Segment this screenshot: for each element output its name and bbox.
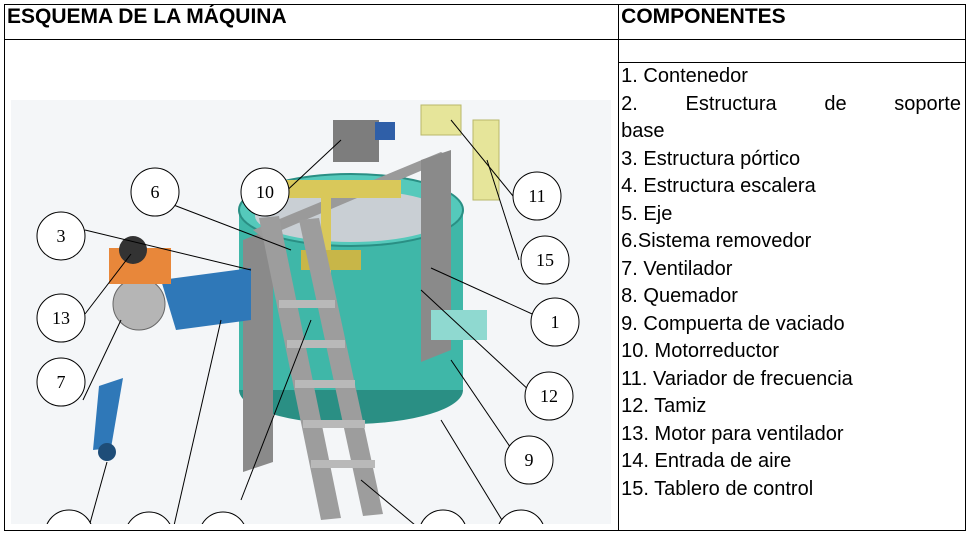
fan-housing	[112, 277, 166, 331]
motor-reducer-motor	[375, 122, 395, 140]
component-2-word: soporte	[894, 92, 961, 115]
svg-text:10: 10	[256, 182, 274, 202]
callout-7: 7	[36, 357, 86, 407]
callout-group: 1 2 3 4 5 6 7 8 9 10 11 12 13 14 15	[36, 167, 580, 524]
component-2-word: de	[824, 92, 847, 115]
component-item: 13. Motor para ventilador	[621, 422, 844, 445]
burner-body	[93, 378, 123, 450]
callout-9: 9	[504, 435, 554, 485]
ladder-steps	[279, 300, 375, 468]
component-2-word: 2.	[621, 92, 638, 115]
component-item: 9. Compuerta de vaciado	[621, 312, 845, 335]
component-item: 7. Ventilador	[621, 257, 733, 280]
svg-text:7: 7	[57, 372, 66, 392]
frequency-drive	[420, 104, 462, 136]
schema-header: ESQUEMA DE LA MÁQUINA	[3, 4, 620, 40]
callout-15: 15	[520, 235, 570, 285]
svg-text:9: 9	[525, 450, 534, 470]
air-inlet-duct	[161, 268, 251, 330]
callout-2: 2	[498, 509, 544, 524]
callout-5: 5	[201, 511, 245, 524]
component-item: base	[621, 120, 665, 142]
control-panel	[472, 119, 500, 201]
stirrer-bar	[281, 180, 401, 198]
component-item: 11. Variador de frecuencia	[621, 367, 853, 390]
svg-text:11: 11	[528, 186, 545, 206]
callout-3: 3	[36, 211, 86, 261]
component-item: 1. Contenedor	[621, 65, 748, 87]
components-cell: 1. Contenedor 2. Estructura de soporte b…	[618, 39, 966, 531]
ladder-right-rail	[299, 218, 383, 516]
svg-text:15: 15	[536, 250, 554, 270]
burner-tip	[98, 443, 116, 461]
component-item: 12. Tamiz	[621, 395, 707, 417]
component-item: 10. Motorreductor	[621, 340, 780, 362]
callout-8: 8	[46, 509, 92, 524]
callout-14: 14	[127, 511, 171, 524]
callout-12: 12	[524, 371, 574, 421]
component-item: 14. Entrada de aire	[621, 450, 792, 472]
callout-4: 4	[420, 509, 466, 524]
machine-schema-table: ESQUEMA DE LA MÁQUINA COMPONENTES	[3, 4, 966, 531]
callout-lines	[82, 119, 542, 524]
component-item: 8. Quemador	[621, 285, 738, 307]
components-header: COMPONENTES	[618, 4, 966, 40]
svg-text:13: 13	[52, 308, 70, 328]
fan-motor	[119, 236, 147, 264]
component-item: 15. Tablero de control	[621, 477, 814, 500]
component-item: 4. Estructura escalera	[621, 175, 816, 197]
machine-diagram-cell: 1 2 3 4 5 6 7 8 9 10 11 12 13 14 15	[3, 39, 620, 531]
callout-1: 1	[530, 297, 580, 347]
portico-left-leg	[243, 228, 273, 472]
stirrer-shaft	[321, 198, 331, 288]
svg-text:3: 3	[57, 226, 66, 246]
callout-10: 10	[240, 167, 290, 217]
svg-text:6: 6	[151, 182, 160, 202]
callout-6: 6	[130, 167, 180, 217]
components-list: 1. Contenedor 2. Estructura de soporte b…	[619, 63, 965, 503]
component-item: 5. Eje	[621, 202, 673, 225]
svg-text:1: 1	[551, 312, 560, 332]
motor-reducer-body	[333, 120, 379, 162]
portico-right-leg	[421, 150, 451, 362]
component-item: 3. Estructura pórtico	[621, 147, 801, 170]
callout-13: 13	[36, 293, 86, 343]
ladder-left-rail	[259, 216, 341, 520]
header-divider	[618, 40, 966, 63]
component-item: 6.Sistema removedor	[621, 230, 812, 252]
component-2-word: Estructura	[685, 92, 777, 115]
svg-text:12: 12	[540, 386, 558, 406]
component-item-2: 2. Estructura de soporte	[621, 91, 965, 119]
machine-diagram: 1 2 3 4 5 6 7 8 9 10 11 12 13 14 15	[11, 100, 611, 524]
callout-11: 11	[512, 171, 562, 221]
